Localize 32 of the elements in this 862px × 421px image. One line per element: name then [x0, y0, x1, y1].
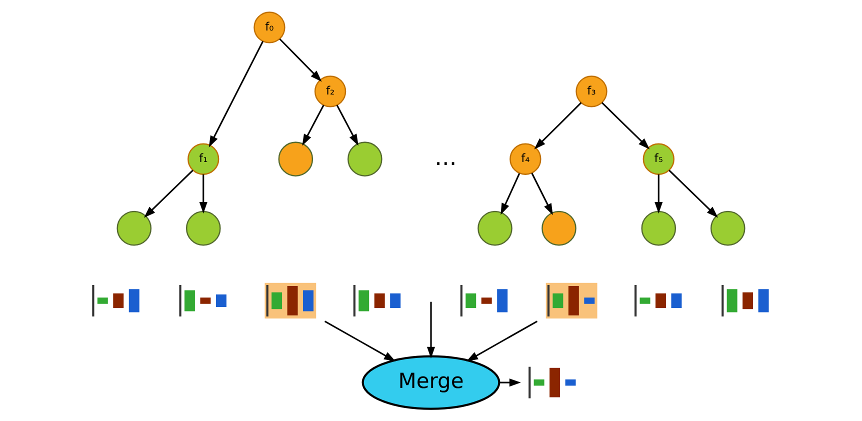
arrow — [466, 320, 538, 362]
arrow — [302, 104, 324, 146]
label: ... — [434, 144, 457, 171]
node-circle — [710, 210, 746, 246]
arrow — [601, 102, 650, 150]
arrow — [499, 378, 521, 387]
arrow — [279, 38, 322, 82]
arrow — [654, 174, 663, 214]
node-circle — [641, 210, 676, 246]
node-circle — [348, 142, 382, 176]
node-circle: f₄ — [510, 143, 542, 175]
node-circle — [542, 210, 576, 246]
node-circle — [186, 210, 221, 246]
arrow — [500, 173, 520, 215]
node-circle — [278, 142, 314, 176]
arrow — [324, 320, 396, 362]
node-circle: f₅ — [642, 143, 674, 175]
node-circle: f₂ — [314, 76, 346, 108]
node-circle: f₁ — [188, 143, 220, 175]
arrow — [144, 170, 194, 218]
node-ellipse: Merge — [362, 355, 500, 410]
arrow — [336, 104, 358, 146]
arrow — [531, 172, 553, 216]
arrow — [534, 102, 582, 150]
node-circle: f₀ — [254, 12, 286, 44]
arrow — [668, 170, 718, 218]
node-circle — [478, 210, 512, 246]
arrow — [199, 174, 208, 214]
arrow — [426, 302, 436, 358]
node-circle — [116, 210, 152, 246]
node-circle: f₃ — [576, 76, 608, 108]
arrow — [208, 41, 264, 148]
